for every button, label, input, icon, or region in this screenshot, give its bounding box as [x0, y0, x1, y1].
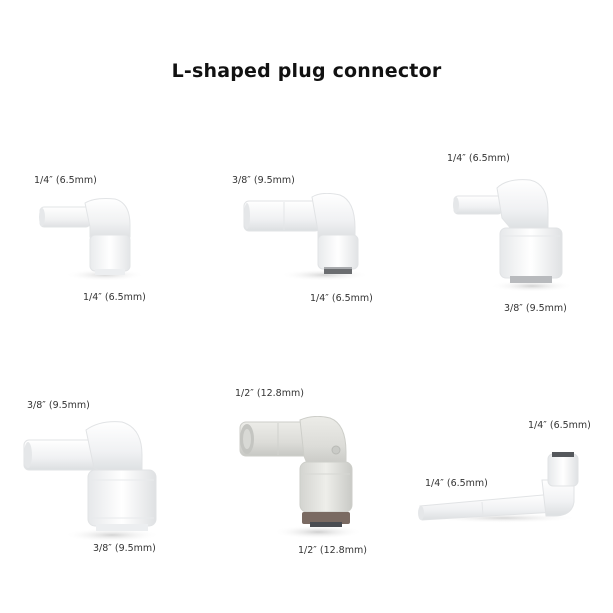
product-1-image — [35, 195, 145, 285]
product-3-bottom-label: 3/8″ (9.5mm) — [504, 303, 567, 314]
product-6-image — [414, 440, 584, 525]
product-2-image — [240, 193, 370, 283]
product-5-top-label: 1/2″ (12.8mm) — [235, 388, 304, 399]
product-1-top-label: 1/4″ (6.5mm) — [34, 175, 97, 186]
product-4-top-label: 3/8″ (9.5mm) — [27, 400, 90, 411]
product-6-top-label: 1/4″ (6.5mm) — [528, 420, 591, 431]
product-1-bottom-label: 1/4″ (6.5mm) — [83, 292, 146, 303]
product-6-bottom-label: 1/4″ (6.5mm) — [425, 478, 488, 489]
product-5-bottom-label: 1/2″ (12.8mm) — [298, 545, 367, 556]
product-2-top-label: 3/8″ (9.5mm) — [232, 175, 295, 186]
product-3-image — [452, 178, 572, 293]
product-2-bottom-label: 1/4″ (6.5mm) — [310, 293, 373, 304]
product-3-top-label: 1/4″ (6.5mm) — [447, 153, 510, 164]
product-4-bottom-label: 3/8″ (9.5mm) — [93, 543, 156, 554]
product-5-image — [238, 416, 368, 541]
page-title: L-shaped plug connector — [171, 60, 442, 82]
product-4-image — [22, 420, 162, 545]
